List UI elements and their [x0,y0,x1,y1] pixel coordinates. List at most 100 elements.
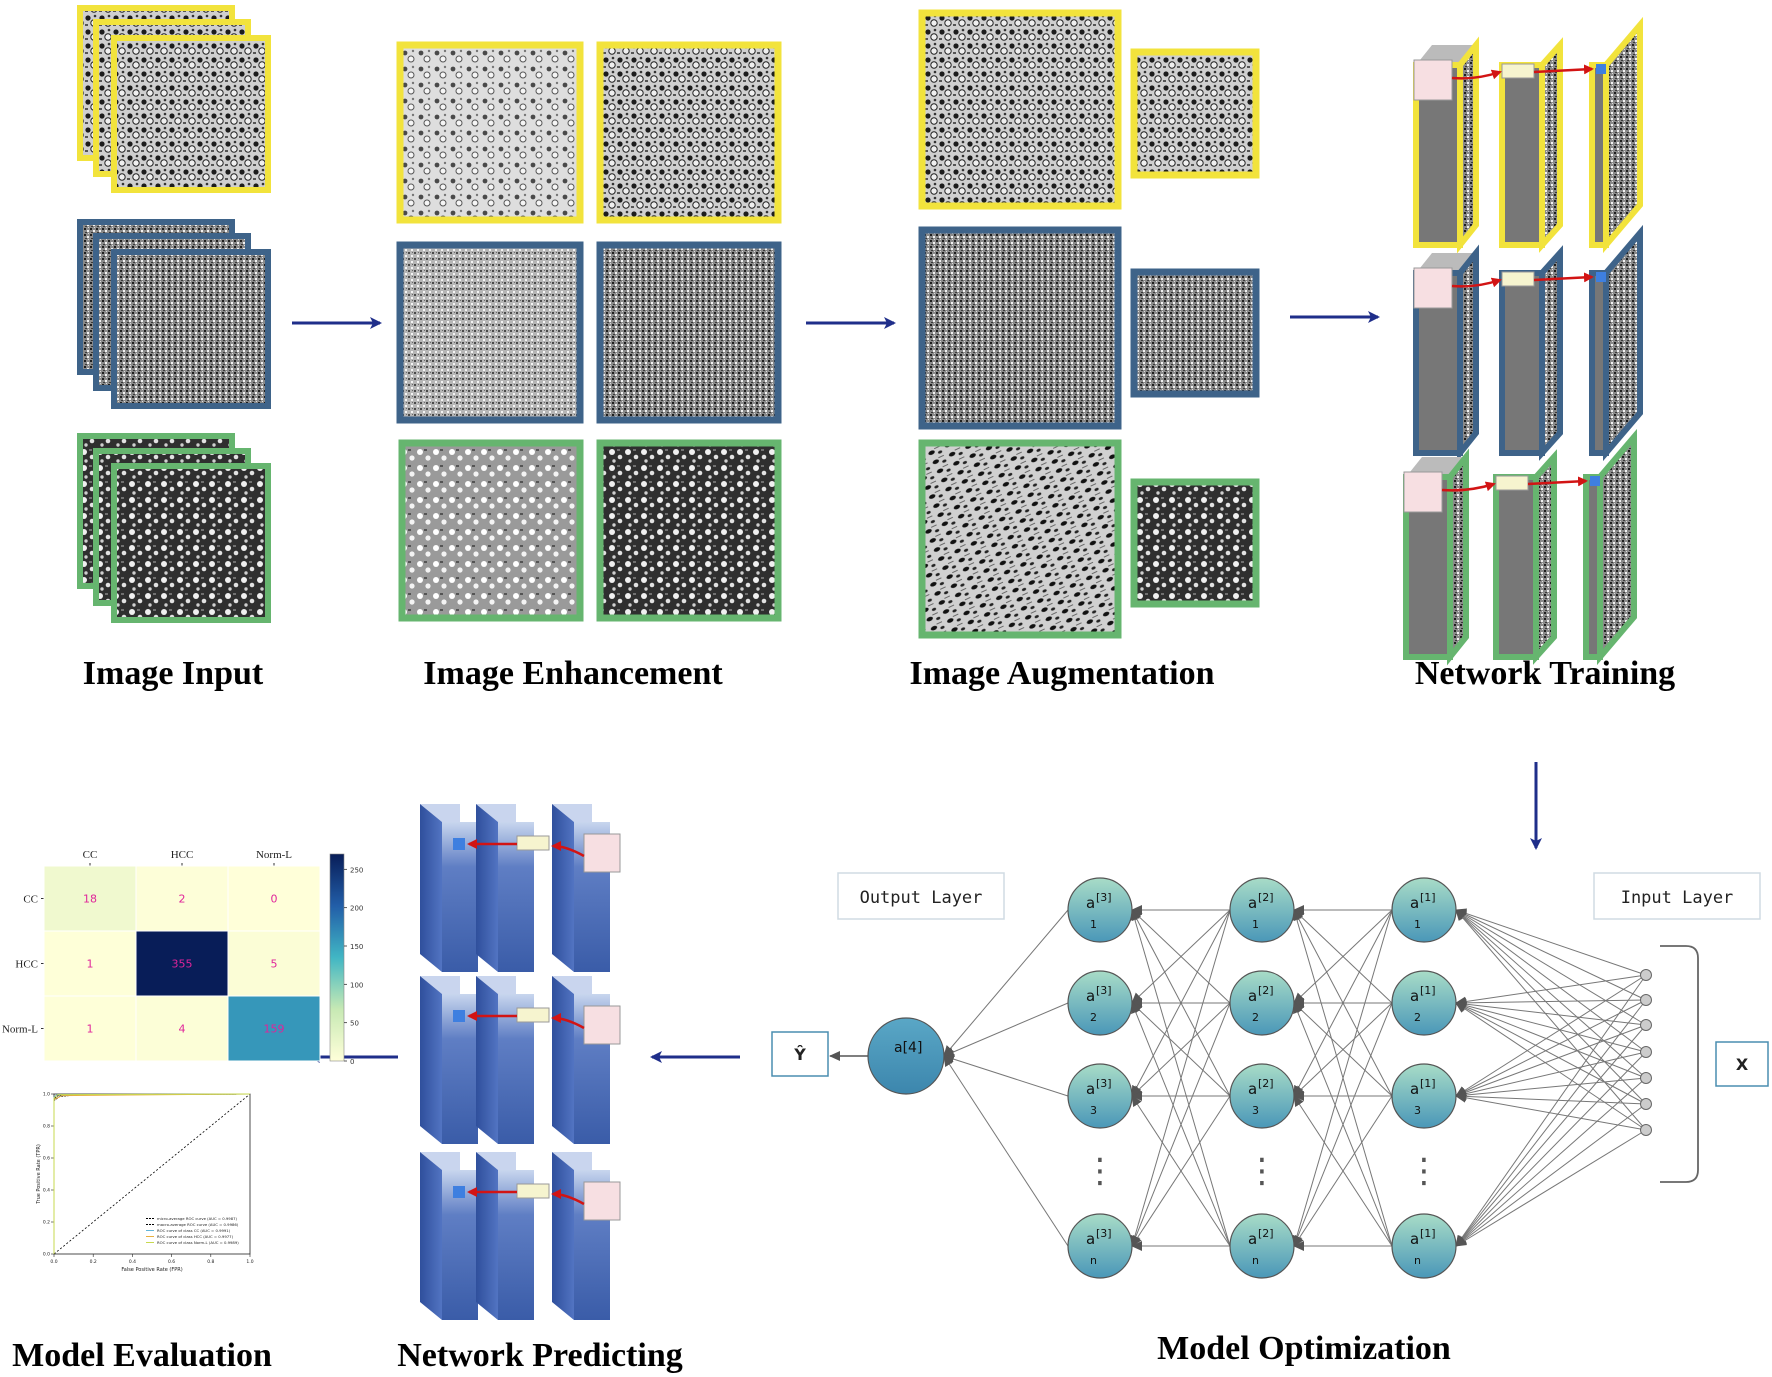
cc-enhanced-tile-2 [596,41,782,224]
kernel-cube-mid [1501,271,1535,287]
neuron-label: a [1410,894,1419,912]
roc-legend-label: macro-average ROC curve (AUC = 0.9986) [157,1222,239,1227]
slab-top [420,976,460,994]
kernel-cube-large [583,833,621,873]
neuron [1391,1213,1457,1279]
edge-input [1455,1103,1647,1247]
kernel-cube-small [453,1186,465,1198]
roc-x-axis-label: False Positive Rate (FPR) [121,1267,182,1273]
red-arrow-2 [1533,64,1594,75]
edge-input [1455,999,1647,1097]
red-arrow-2 [1527,476,1588,487]
cm-cell [43,995,137,1062]
edge-output [943,1054,1069,1097]
predict-row-2 [420,976,621,1144]
network-predicting-group [420,804,621,1320]
hcc-input-tile-front [111,249,271,409]
neuron-label: a [1248,894,1257,912]
slab-2-front [1499,270,1545,456]
roc-y-tick-label: 1.0 [43,1092,50,1098]
neuron-subscript: n [1414,1254,1421,1267]
neuron-subscript: n [1252,1254,1259,1267]
neuron-subscript: 3 [1090,1104,1097,1117]
stage-label-image-augmentation: Image Augmentation [909,655,1214,692]
neuron [1229,877,1295,943]
image-input-group [77,5,271,623]
neuron-label: a [1248,1080,1257,1098]
cm-cell [227,995,321,1062]
edge-input [1455,1129,1647,1247]
neuron [1391,970,1457,1036]
roc-y-tick-label: 0.8 [43,1124,50,1130]
input-node [1640,1019,1652,1031]
edge-input [1455,974,1647,1097]
edge-hidden [1131,1095,1231,1247]
cm-cell [227,930,321,997]
neuron-superscript: [1] [1420,984,1436,997]
norm-enhanced-tile-1 [398,439,584,622]
slab-top [552,1152,592,1170]
edge-hidden [1131,1002,1231,1097]
red-arrow-2 [1533,272,1594,283]
edge-input [1455,1000,1647,1053]
stage-label-network-training: Network Training [1415,655,1675,692]
network-training-group [1403,16,1643,666]
training-row-cc [1413,16,1643,254]
norm-augmented-large-tile [918,439,1122,639]
neuron-superscript: [1] [1420,1077,1436,1090]
neuron-subscript: 2 [1252,1011,1259,1024]
norm-input-tile-front [111,463,271,623]
neuron-label: a [1248,1230,1257,1248]
kernel-cube-small [1590,476,1600,486]
neuron-superscript: [3] [1096,984,1112,997]
edge-input [1455,1024,1647,1098]
slab-top [476,976,516,994]
kernel-cube-small [1596,272,1606,282]
y-hat-box: Ŷ [771,1031,829,1077]
neuron-superscript: [2] [1258,984,1274,997]
slab-top [420,804,460,822]
x-box: X [1715,1041,1769,1087]
cc-augmented-large-tile [918,9,1122,210]
neuron-superscript: [3] [1096,1077,1112,1090]
cm-y-tick-label: CC [23,894,38,906]
edge-input [1455,1092,1647,1131]
output-neuron [867,1017,945,1095]
edge-hidden [1292,909,1393,1247]
cc-enhanced-tile-1 [396,41,584,224]
edge-input [1455,1077,1647,1247]
ellipsis-dots: ⋮ [1245,1151,1279,1191]
slab-2-front [1499,62,1545,248]
edge-hidden [1293,909,1393,1004]
slab-2-side [1539,245,1563,461]
cm-colorbar-tick-label: 100 [350,981,363,989]
training-row-hcc [1413,224,1643,462]
slab-2-side [1533,449,1557,665]
cm-x-tick-label: CC [83,849,98,861]
neuron-subscript: 2 [1090,1011,1097,1024]
edge-hidden [1131,909,1231,1004]
network-edges [829,905,1647,1251]
kernel-cube-small [1596,64,1606,74]
edge-input [1455,908,1647,976]
predict-row-1 [420,804,621,972]
edge-input [1455,1002,1647,1105]
edge-input [1455,909,1647,1001]
edge-input [1455,999,1647,1026]
edge-input [1455,997,1647,1008]
slab-side [1447,448,1469,666]
roc-x-tick-label: 0.2 [90,1259,97,1265]
stage-label-model-evaluation: Model Evaluation [12,1337,272,1374]
edge-input [1455,1051,1647,1099]
input-node [1640,1046,1652,1058]
neuron-subscript: n [1090,1254,1097,1267]
ellipsis-dots: ⋮ [1407,1151,1441,1191]
edge-hidden [1293,1002,1393,1097]
stage-label-image-enhancement: Image Enhancement [423,655,723,692]
roc-y-tick-label: 0.4 [43,1188,50,1194]
edge-input [1455,1002,1647,1131]
edge-input [1455,974,1647,1007]
edge-hidden [1293,1002,1393,1247]
